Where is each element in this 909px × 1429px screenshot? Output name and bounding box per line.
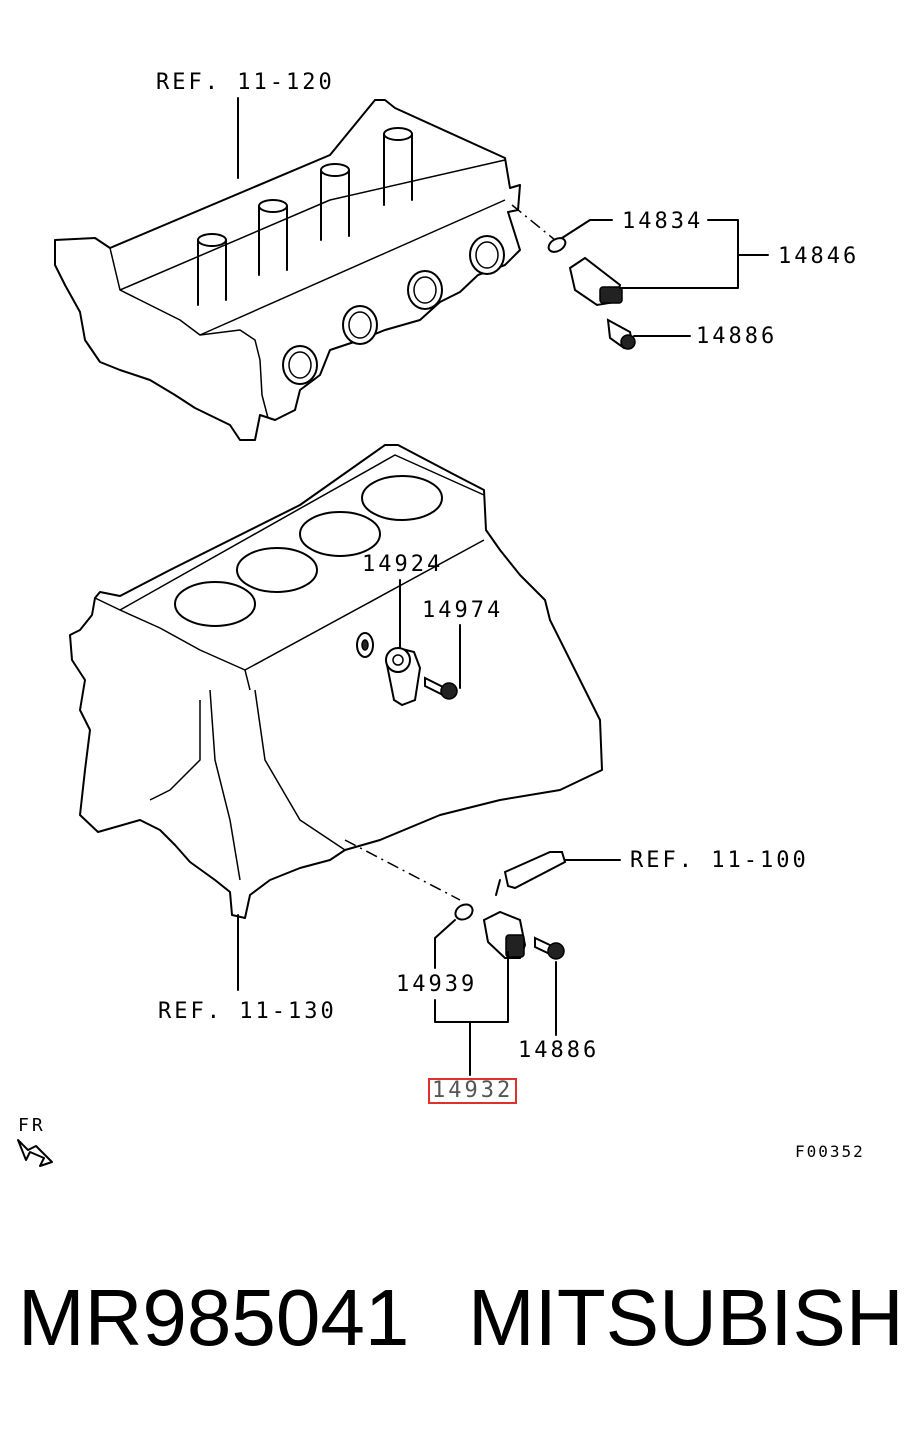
ref-head-label: REF. 11-120	[156, 70, 335, 95]
head-ports	[282, 235, 505, 385]
brand-name: MITSUBISHI	[468, 1273, 909, 1362]
part-14939-label[interactable]: 14939	[396, 972, 478, 997]
part-number: MR985041	[18, 1273, 410, 1362]
part-14924-label[interactable]: 14924	[362, 552, 444, 577]
part-14974-label[interactable]: 14974	[422, 598, 504, 623]
ref-sealant-label: REF. 11-100	[630, 848, 809, 873]
cylinder-head-illustration	[54, 99, 521, 441]
front-direction-arrow-icon	[17, 1139, 53, 1167]
cylinder-bores	[174, 475, 443, 627]
figure-code: F00352	[795, 1142, 865, 1161]
part-14886-bottom-label[interactable]: 14886	[518, 1038, 600, 1063]
cylinder-block-illustration	[69, 444, 603, 919]
front-direction-label: FR	[18, 1115, 46, 1136]
cam-sensor-assembly	[511, 204, 769, 350]
part-14834-label[interactable]: 14834	[622, 209, 704, 234]
knock-sensor-assembly	[356, 579, 461, 707]
part-14932-highlighted-label[interactable]: 14932	[427, 1078, 518, 1104]
camshaft-towers	[197, 127, 413, 306]
ref-block-label: REF. 11-130	[158, 999, 337, 1024]
part-14846-label[interactable]: 14846	[778, 244, 860, 269]
crank-sensor-assembly	[344, 839, 621, 1076]
part-14886-top-label[interactable]: 14886	[696, 324, 778, 349]
